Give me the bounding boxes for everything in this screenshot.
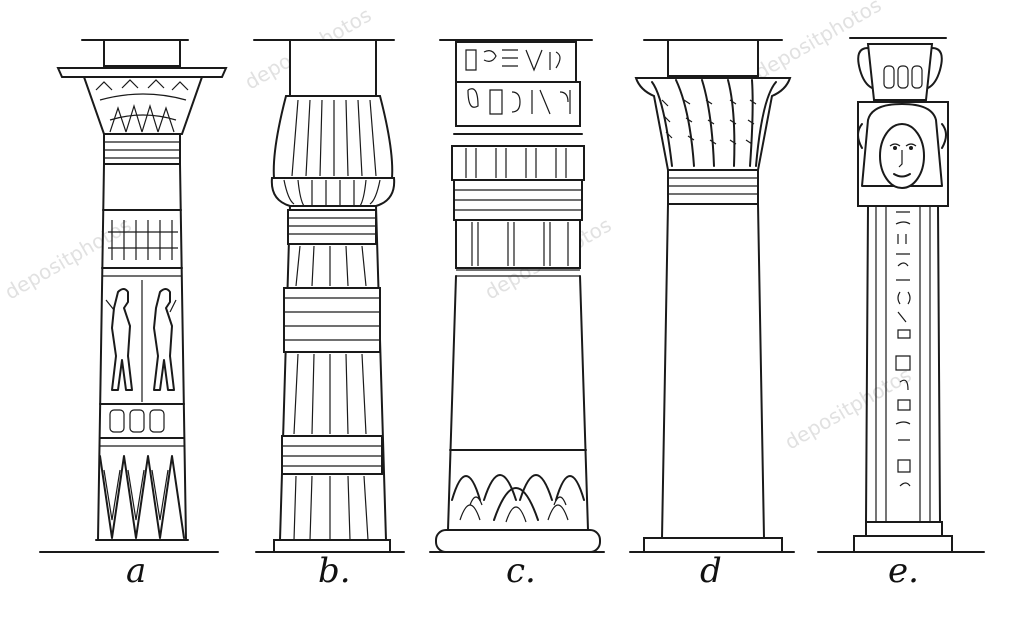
column-label-a: a: [126, 551, 146, 591]
column-d: d: [629, 39, 795, 591]
watermark-text-2: depositphotos: [1, 213, 136, 305]
watermark-text-5: depositphotos: [781, 363, 916, 455]
watermark-text-4: depositphotos: [751, 0, 886, 84]
column-label-b: b.: [318, 551, 351, 591]
column-label-e: e.: [888, 551, 919, 591]
column-label-c: c.: [506, 551, 536, 591]
column-e: e.: [817, 37, 985, 591]
column-b: b.: [253, 39, 405, 591]
column-c: c.: [429, 39, 605, 591]
column-a: a: [39, 39, 228, 591]
column-label-d: d: [700, 551, 722, 591]
